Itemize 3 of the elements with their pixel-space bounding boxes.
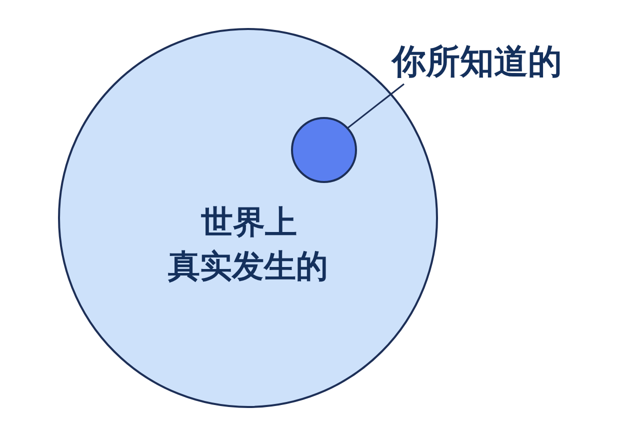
callout-label: 你所知道的: [392, 40, 582, 84]
leader-line: [348, 83, 404, 128]
circle-label: 世界上真实发生的: [168, 202, 328, 287]
